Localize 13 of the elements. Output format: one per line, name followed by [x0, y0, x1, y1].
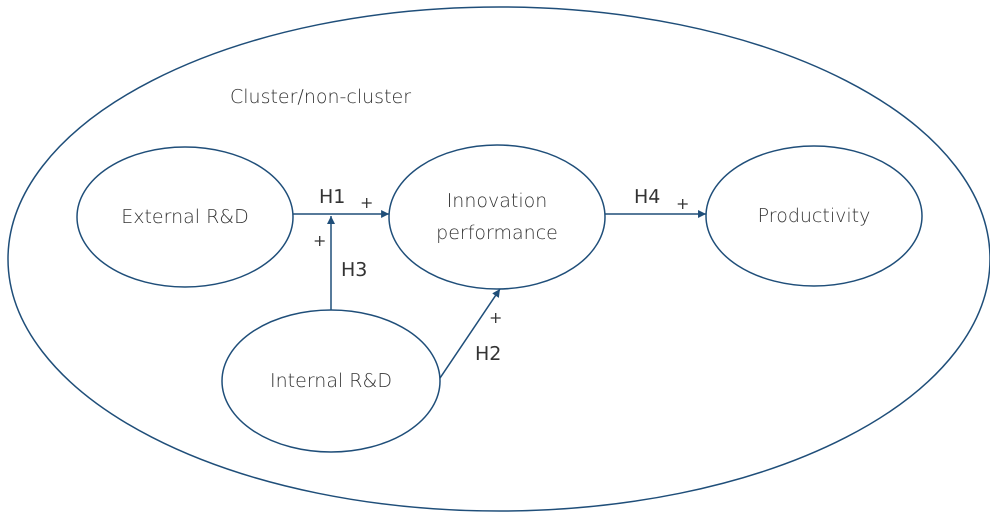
concept-label: External R&D: [120, 205, 250, 230]
arrow: [604, 210, 706, 218]
effect-sign: +: [360, 194, 374, 212]
group-title: Cluster/non-cluster: [230, 85, 412, 110]
arrow: [327, 216, 335, 310]
concept-label: Innovation performance: [435, 189, 559, 246]
effect-sign: +: [676, 195, 690, 213]
arrow: [292, 210, 390, 218]
effect-sign: +: [489, 309, 502, 327]
effect-sign: +: [313, 232, 326, 250]
arrow: [439, 288, 501, 379]
concept-label: Internal R&D: [269, 369, 393, 394]
concept-label: Productivity: [756, 204, 872, 229]
